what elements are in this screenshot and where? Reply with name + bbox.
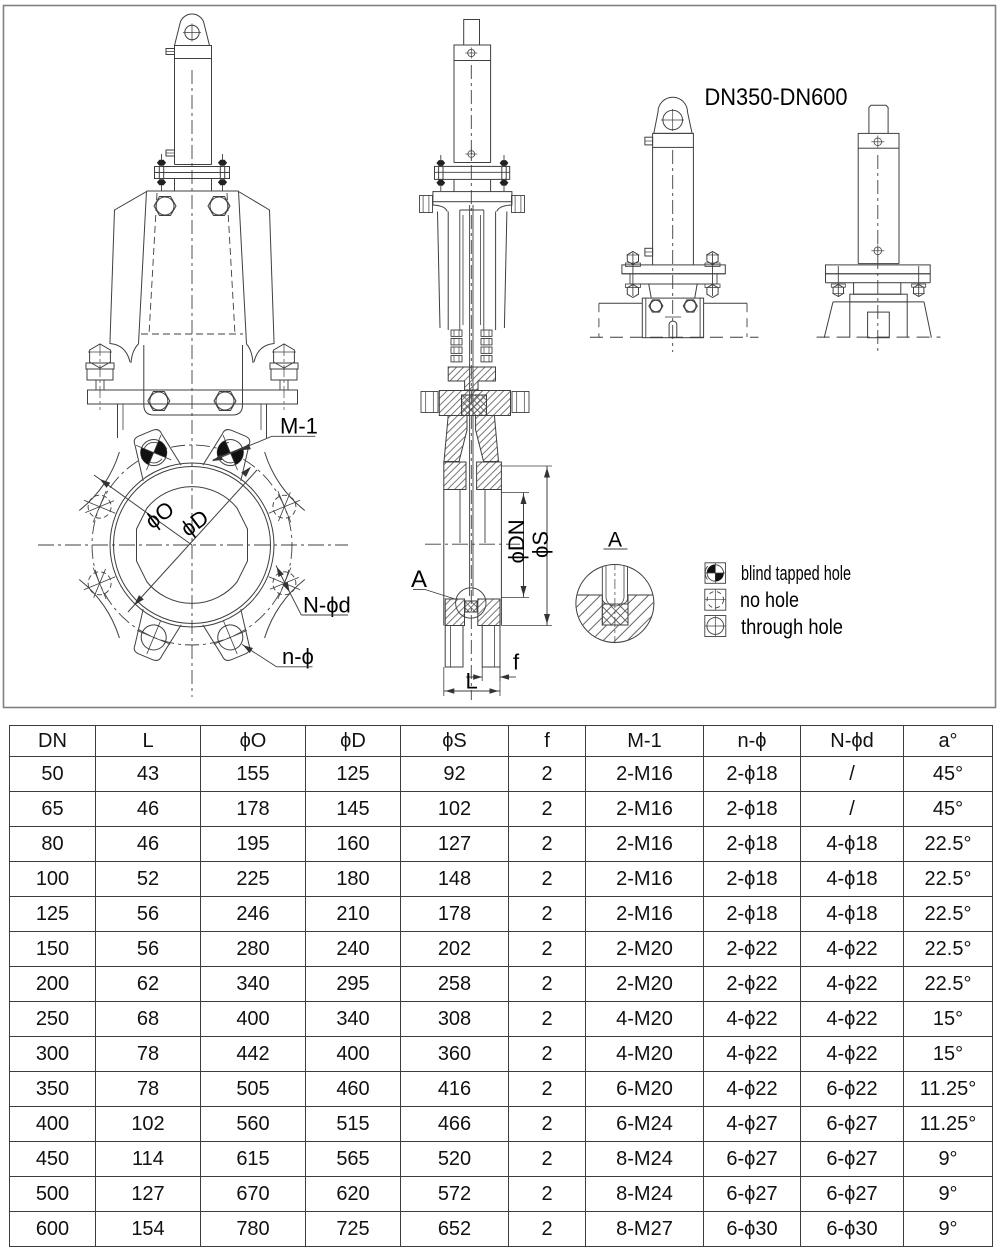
svg-text:blind tapped hole: blind tapped hole	[741, 563, 851, 585]
svg-text:no hole: no hole	[740, 589, 799, 612]
svg-text:N-ϕd: N-ϕd	[303, 593, 351, 618]
svg-text:A: A	[411, 566, 427, 593]
svg-text:n-ϕ: n-ϕ	[282, 644, 314, 669]
svg-text:ϕD: ϕD	[176, 505, 214, 542]
svg-text:M-1: M-1	[280, 414, 318, 439]
svg-text:f: f	[513, 650, 520, 675]
svg-text:ϕDN: ϕDN	[504, 519, 529, 563]
svg-text:A: A	[608, 529, 622, 552]
svg-text:DN350-DN600: DN350-DN600	[705, 84, 848, 111]
svg-text:through hole: through hole	[741, 616, 843, 639]
svg-text:ϕO: ϕO	[140, 496, 179, 534]
svg-text:ϕS: ϕS	[528, 531, 553, 558]
svg-text:L: L	[466, 669, 478, 694]
